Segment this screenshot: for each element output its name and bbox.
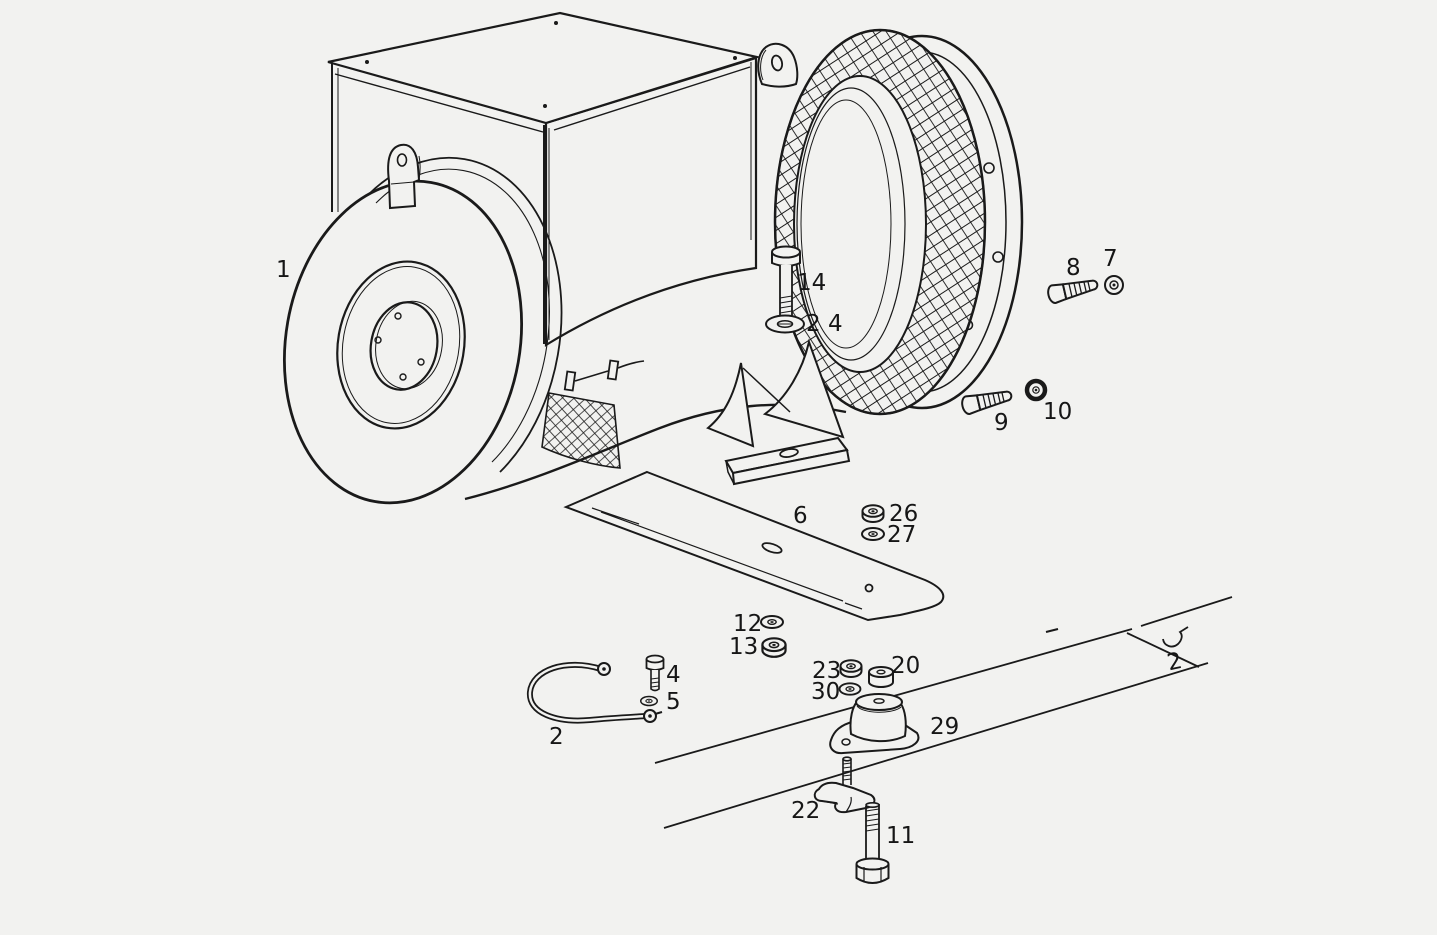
washer-5: [640, 695, 658, 707]
foot-bracket: [706, 338, 851, 486]
anti-vibration-mount: [829, 693, 920, 755]
washer-7: [1104, 275, 1124, 295]
part-callout-1: 1: [276, 257, 291, 283]
alternator-body: [464, 262, 847, 501]
ground-cable: [526, 661, 663, 724]
callout-labels: 1 14 2 4 8 7 9 10 6 26 27 12 13 2 4 5 23…: [276, 246, 1185, 849]
washer-27: [861, 527, 885, 541]
spacer-20: [868, 666, 894, 688]
part-callout-23: 23: [812, 658, 841, 684]
rear-lifting-eye: [757, 42, 799, 88]
mounting-rail: [563, 470, 945, 622]
nut-13: [761, 637, 787, 658]
part-callout-13: 13: [729, 634, 758, 660]
part-callout-11: 11: [886, 823, 915, 849]
washer-12: [760, 615, 784, 629]
part-callout-24: 2 4: [806, 311, 843, 337]
washer-24: [765, 314, 805, 334]
part-callout-12: 12: [733, 611, 762, 637]
part-callout-7: 7: [1103, 246, 1118, 272]
part-callout-9: 9: [994, 410, 1009, 436]
break-mark-hook: [1162, 626, 1189, 648]
front-lifting-tab: [387, 143, 421, 210]
part-callout-20: 20: [891, 653, 920, 679]
washer-30: [838, 682, 862, 696]
part-callout-27: 27: [887, 522, 916, 548]
rear-mesh-band: [773, 28, 987, 416]
part-callout-10: 10: [1043, 399, 1072, 425]
body-terminals: [563, 359, 645, 392]
nut-23: [839, 659, 863, 678]
part-callout-22: 22: [791, 798, 820, 824]
part-callout-8: 8: [1066, 255, 1081, 281]
part-callout-30: 30: [811, 679, 840, 705]
body-vent-mesh: [541, 392, 621, 469]
bolt-11: [855, 801, 890, 884]
part-callout-5: 5: [666, 689, 681, 715]
part-callout-29: 29: [930, 714, 959, 740]
clamp-22: [813, 756, 876, 814]
part-callout-4: 4: [666, 662, 681, 688]
part-callout-26: 26: [889, 501, 918, 527]
front-fan-housing: [282, 156, 563, 505]
nut-26: [861, 504, 885, 523]
bolt-4: [645, 654, 665, 692]
frame-break-label: 2: [1165, 648, 1185, 676]
part-callout-6: 6: [793, 503, 808, 529]
part-callout-14: 14: [797, 270, 826, 296]
washer-10: [1024, 378, 1048, 402]
part-callout-2: 2: [549, 724, 564, 750]
